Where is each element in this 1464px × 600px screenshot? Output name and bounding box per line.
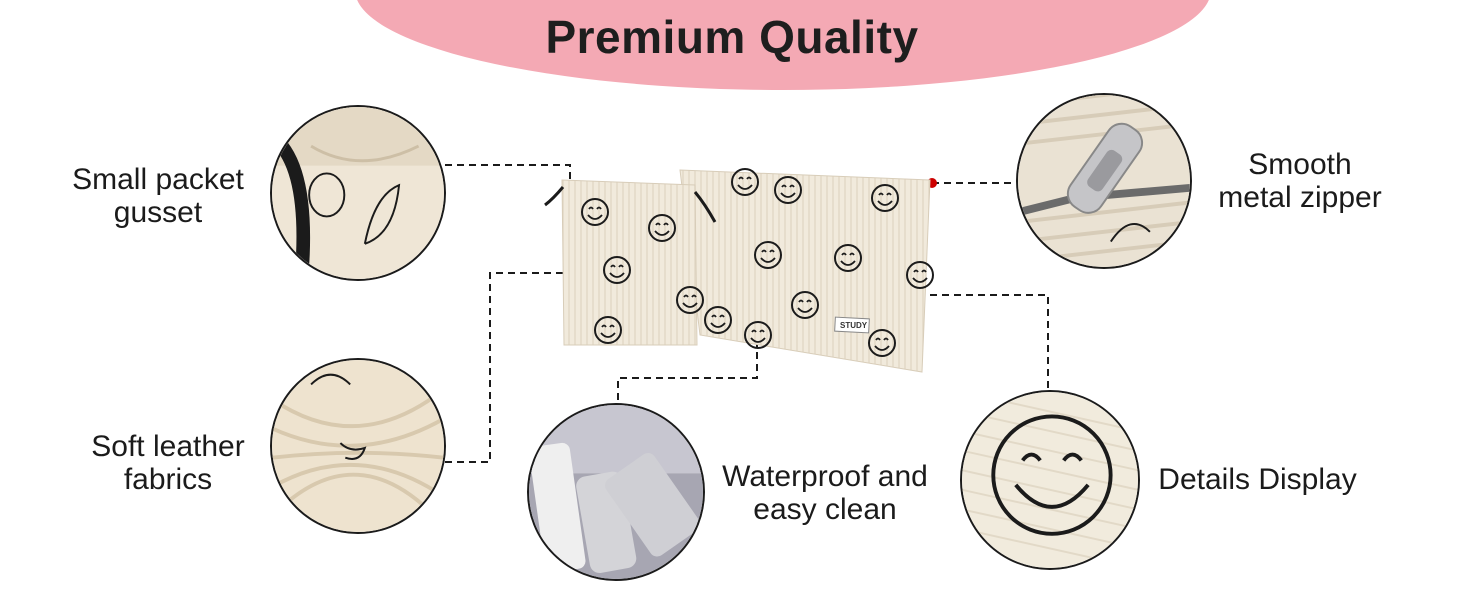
page-title: Premium Quality bbox=[545, 11, 919, 63]
fabric-detail-photo bbox=[270, 358, 446, 534]
svg-text:STUDY: STUDY bbox=[840, 321, 868, 330]
feature-label-fabric: Soft leather fabrics bbox=[91, 430, 245, 496]
feature-label-zipper: Smooth metal zipper bbox=[1218, 148, 1382, 214]
details-display-photo bbox=[960, 390, 1140, 570]
feature-label-gusset: Small packet gusset bbox=[72, 163, 244, 229]
feature-label-waterproof: Waterproof and easy clean bbox=[722, 460, 928, 526]
waterproof-detail-photo bbox=[527, 403, 705, 581]
feature-label-details: Details Display bbox=[1158, 463, 1357, 496]
gusset-detail-photo bbox=[270, 105, 446, 281]
zipper-detail-photo bbox=[1016, 93, 1192, 269]
product-image: STUDY bbox=[544, 168, 934, 373]
